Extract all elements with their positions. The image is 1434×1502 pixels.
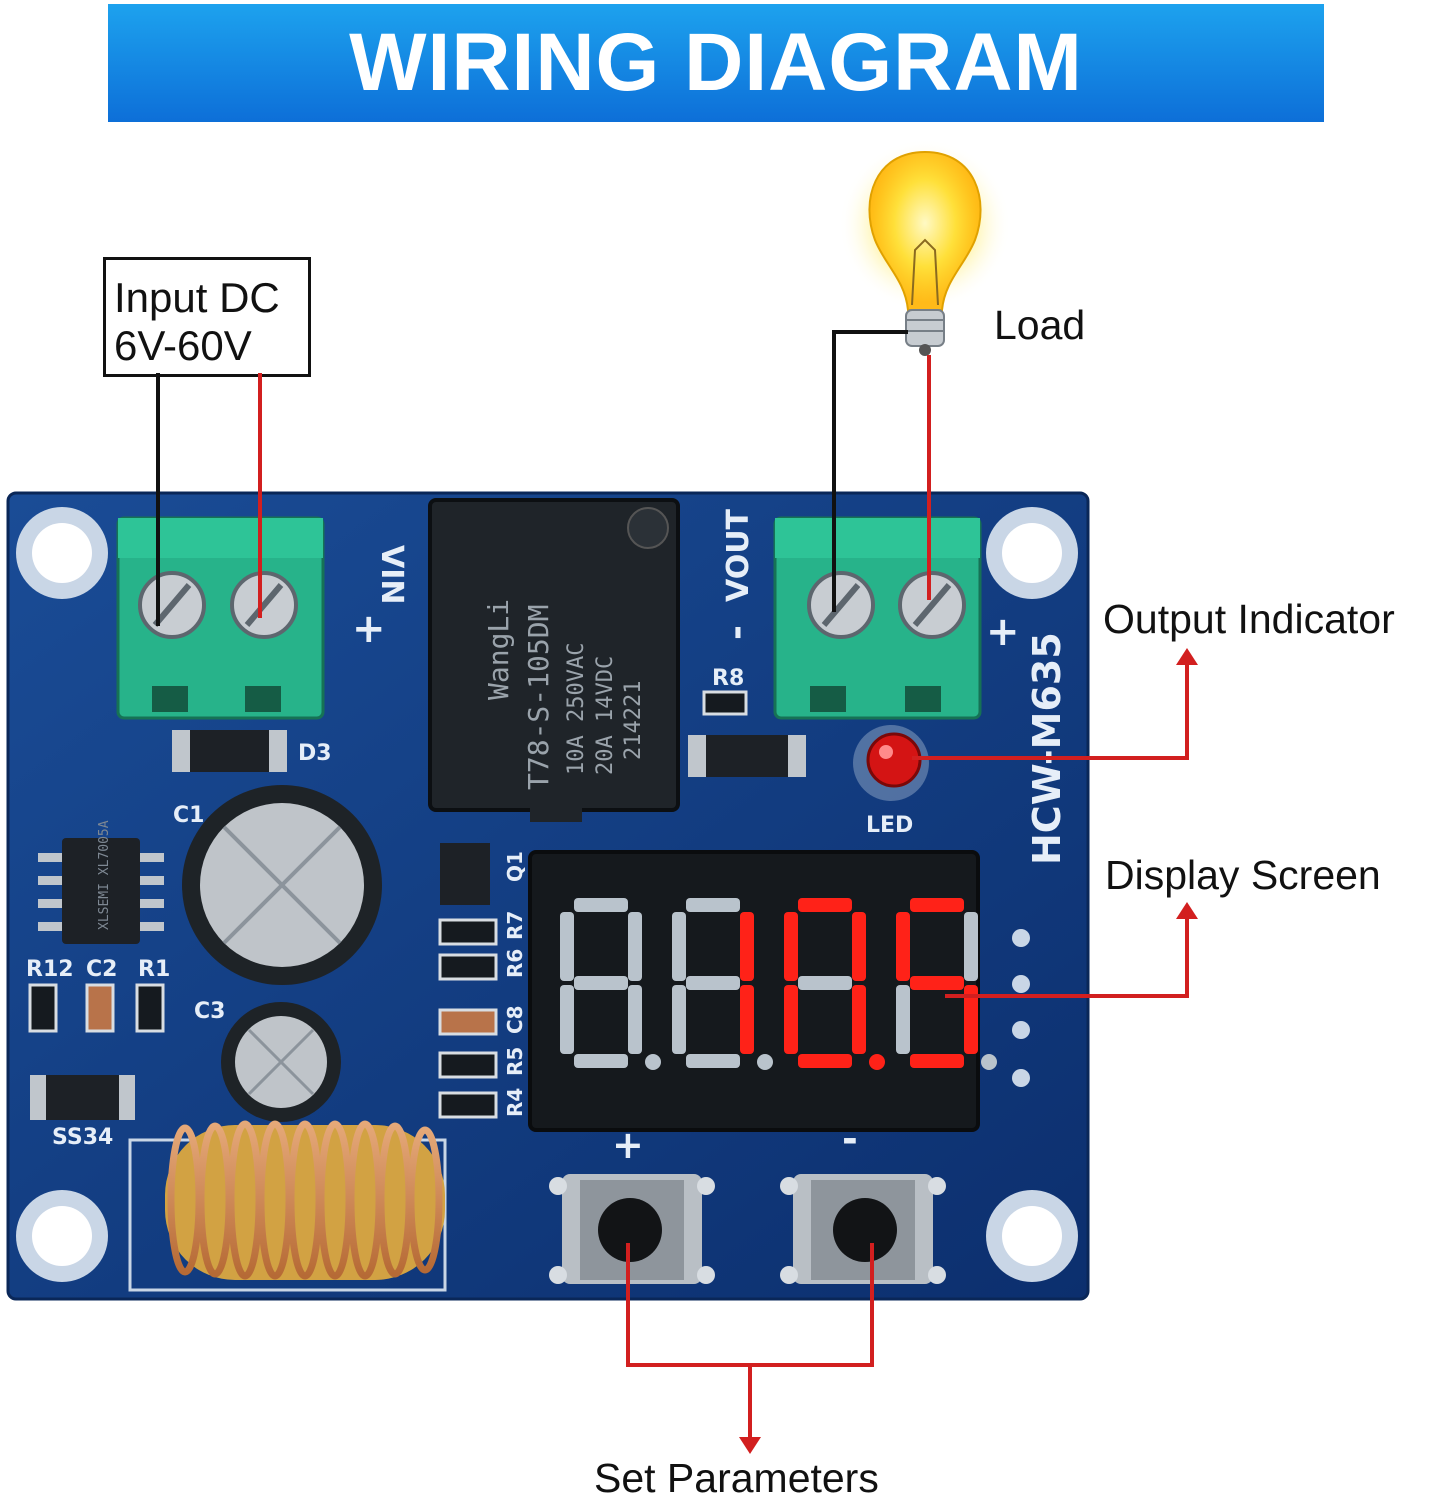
display-digits	[560, 898, 997, 1070]
capacitors	[182, 785, 382, 1122]
set-parameters-callout	[626, 1243, 874, 1440]
r1-label: R1	[138, 957, 170, 982]
display-screen	[528, 850, 1030, 1132]
r6-label: R6	[503, 949, 527, 978]
c2-label: C2	[86, 957, 117, 982]
digit-1-segment-f	[672, 912, 686, 981]
set-parameters-label: Set Parameters	[594, 1455, 879, 1501]
callout-arrowheads	[739, 648, 1198, 1454]
digit-1-segment-a	[686, 898, 740, 912]
digit-0-decimal-point	[645, 1054, 661, 1070]
ic-marking: XLSEMI XL7005A	[97, 820, 112, 930]
load-negative-wire	[832, 330, 908, 612]
digit-3-segment-d	[910, 1054, 964, 1068]
relay: WangLi T78-S-105DM 10A 250VAC 20A 14VDC …	[428, 498, 680, 822]
vin-plus-label: +	[352, 606, 386, 652]
digit-3-segment-e	[896, 985, 910, 1054]
d3-label: D3	[298, 741, 332, 766]
r12-label: R12	[26, 957, 74, 982]
button-plus-label: +	[612, 1123, 644, 1167]
lightbulb-icon	[839, 139, 1011, 356]
ss34-label: SS34	[52, 1125, 113, 1150]
input-dc-label: Input DC	[114, 274, 280, 321]
digit-0-segment-g	[574, 976, 628, 990]
output-indicator-label: Output Indicator	[1103, 596, 1395, 642]
digit-0-segment-d	[574, 1054, 628, 1068]
relay-rating-ac: 10A 250VAC	[564, 643, 589, 775]
minus-button[interactable]	[780, 1174, 946, 1284]
digit-1-segment-e	[672, 985, 686, 1054]
r4-label: R4	[503, 1088, 527, 1117]
digit-0-segment-f	[560, 912, 574, 981]
output-indicator-callout	[912, 660, 1189, 760]
digit-1-segment-c	[740, 985, 754, 1054]
digit-2-segment-e	[784, 985, 798, 1054]
r8-label: R8	[712, 666, 744, 691]
vout-plus-label: +	[986, 609, 1020, 655]
input-terminal-block	[116, 516, 325, 720]
page-title: WIRING DIAGRAM	[349, 17, 1083, 108]
callouts	[626, 660, 1189, 1440]
display-screen-callout	[945, 914, 1189, 998]
input-voltage-range: 6V-60V	[114, 322, 252, 369]
r7-label: R7	[503, 911, 527, 940]
component-labels: D3 C1 R12 C2 R1 C3 SS34 R8 LED Q1 R7 R6 …	[26, 666, 913, 1150]
digit-3-decimal-point	[981, 1054, 997, 1070]
load-label: Load	[994, 302, 1086, 348]
mounting-holes	[16, 507, 1078, 1282]
vout-label: VOUT	[721, 508, 756, 602]
digit-1-segment-b	[740, 912, 754, 981]
header-banner: WIRING DIAGRAM	[108, 4, 1324, 122]
digit-2-segment-c	[852, 985, 866, 1054]
wires	[156, 330, 931, 626]
digit-2-segment-d	[798, 1054, 852, 1068]
digit-3-segment-a	[910, 898, 964, 912]
smd-components: XLSEMI XL7005A	[28, 690, 806, 1120]
input-dc-box: Input DC 6V-60V	[103, 257, 311, 377]
digit-2-segment-a	[798, 898, 852, 912]
digit-1-segment-g	[686, 976, 740, 990]
model-label: HCW-M635	[1025, 632, 1069, 865]
digit-0-segment-e	[560, 985, 574, 1054]
digit-3-segment-f	[896, 912, 910, 981]
digit-2-segment-b	[852, 912, 866, 981]
digit-0-segment-a	[574, 898, 628, 912]
relay-model: T78-S-105DM	[522, 605, 555, 790]
led-label: LED	[866, 813, 913, 838]
digit-0-segment-b	[628, 912, 642, 981]
digit-3-segment-c	[964, 985, 978, 1054]
relay-code: 214221	[621, 681, 646, 760]
button-minus-label: -	[842, 1117, 858, 1161]
relay-rating-dc: 20A 14VDC	[593, 656, 618, 775]
display-screen-label: Display Screen	[1105, 852, 1381, 898]
c8-label: C8	[503, 1005, 527, 1034]
digit-3-segment-b	[964, 912, 978, 981]
inductor	[128, 1120, 447, 1292]
digit-0-segment-c	[628, 985, 642, 1054]
digit-2-segment-g	[798, 976, 852, 990]
c1-label: C1	[173, 803, 204, 828]
output-led	[853, 725, 929, 801]
c3-label: C3	[194, 999, 225, 1024]
vout-minus-label: -	[716, 625, 757, 640]
q1-label: Q1	[503, 851, 527, 882]
digit-1-decimal-point	[757, 1054, 773, 1070]
vin-label: VIN	[374, 545, 409, 605]
digit-2-decimal-point	[869, 1054, 885, 1070]
digit-3-segment-g	[910, 976, 964, 990]
plus-button[interactable]	[549, 1174, 715, 1284]
digit-2-segment-f	[784, 912, 798, 981]
output-terminal-block	[773, 516, 982, 720]
r5-label: R5	[503, 1047, 527, 1076]
digit-1-segment-d	[686, 1054, 740, 1068]
relay-brand: WangLi	[482, 599, 515, 700]
